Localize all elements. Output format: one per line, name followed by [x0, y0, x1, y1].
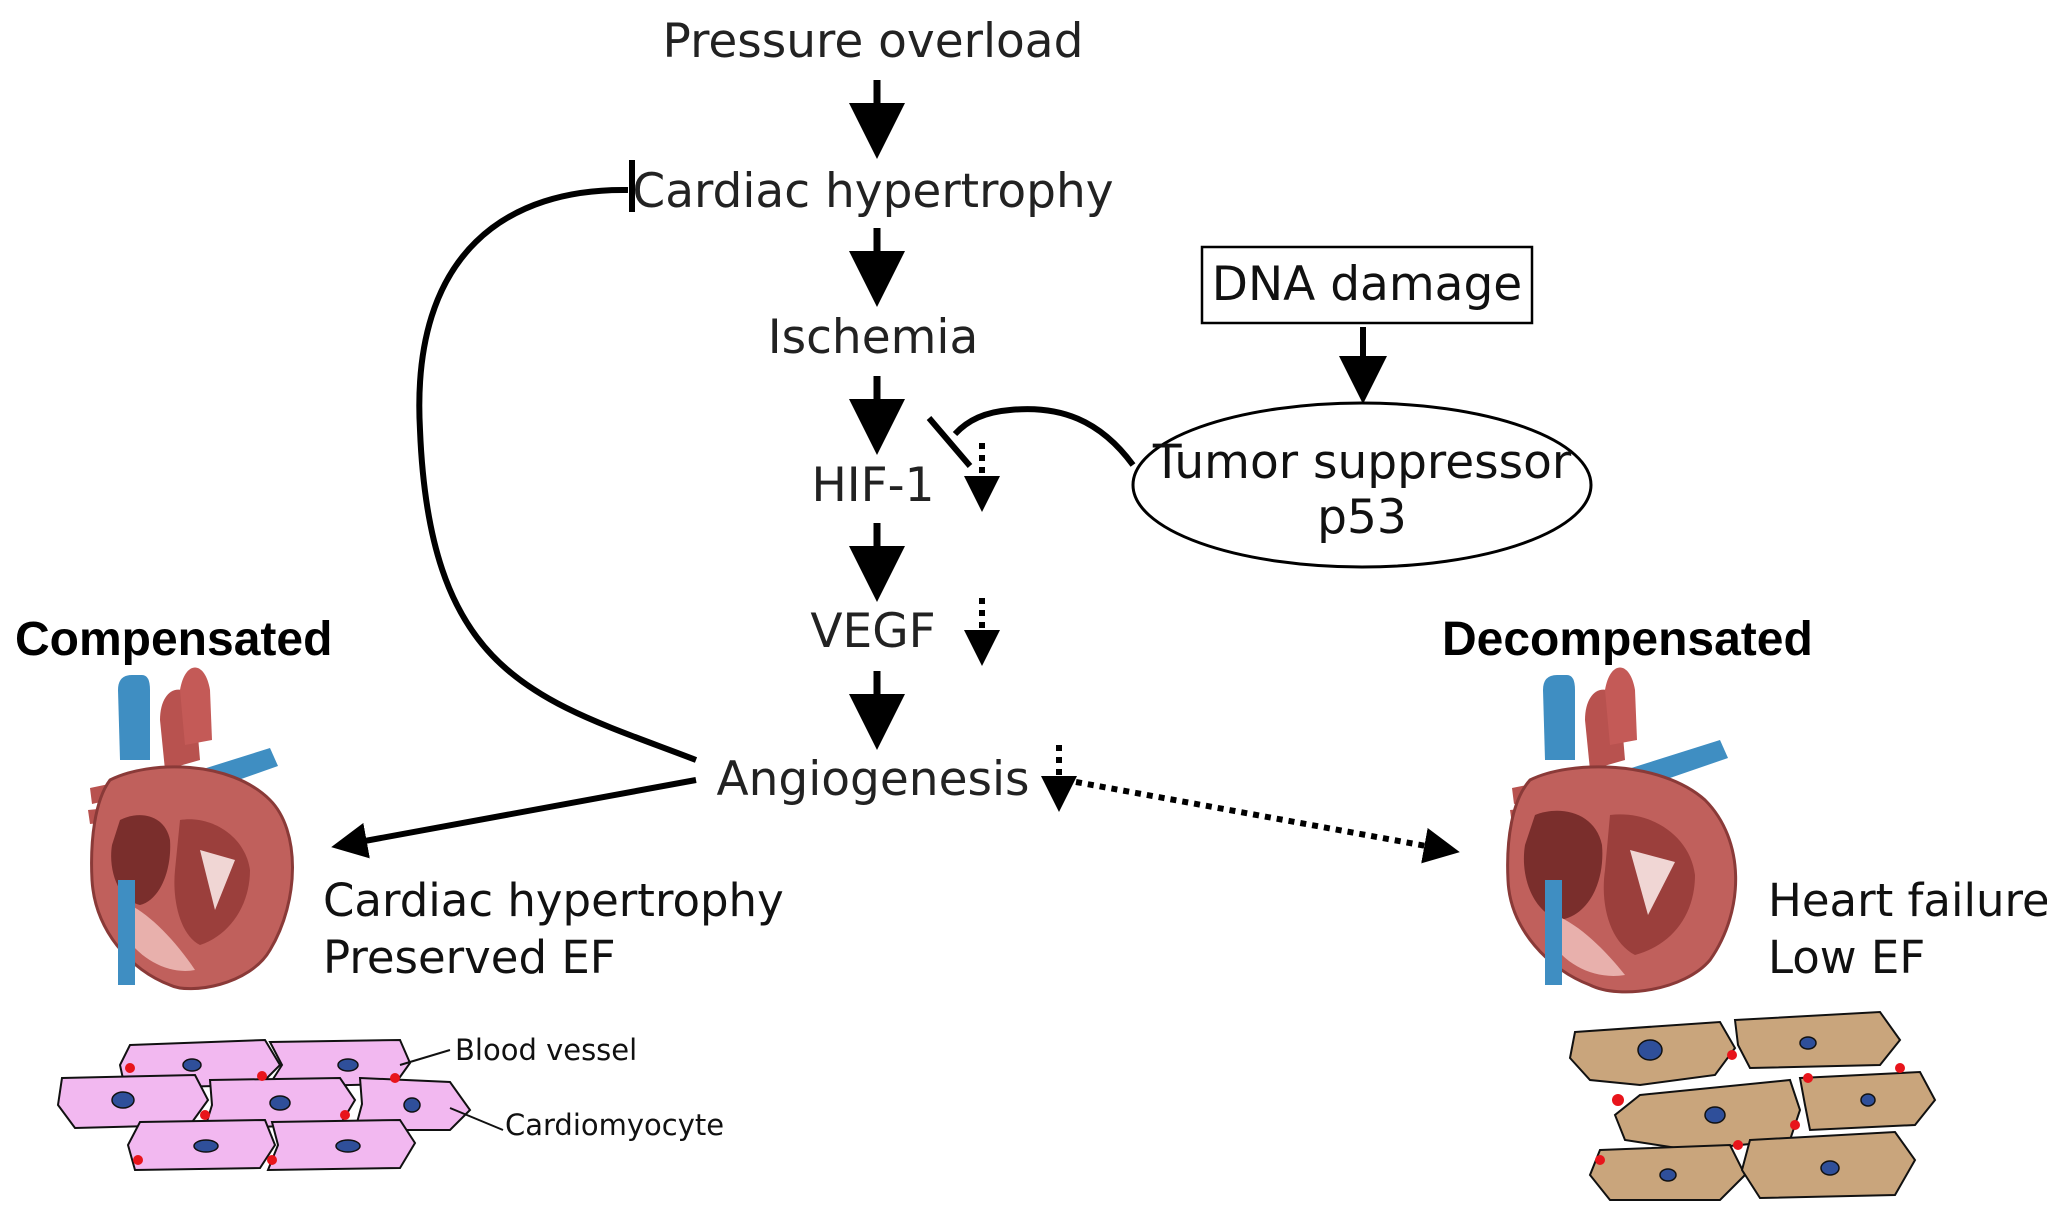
node-angiogenesis: Angiogenesis	[716, 752, 1029, 807]
compensated-outcome-line2: Preserved EF	[323, 931, 616, 984]
vessels-decompensated	[1595, 1050, 1905, 1165]
cell-nucleus	[1860, 1093, 1876, 1107]
cell-nucleus	[1820, 1160, 1840, 1176]
node-vegf: VEGF	[810, 604, 935, 659]
decompensated-outcome-line2: Low EF	[1768, 931, 1925, 984]
heading-decompensated: Decompensated	[1442, 613, 1813, 666]
dna-damage-box	[1200, 245, 1534, 325]
blood-vessel-dot	[390, 1073, 400, 1083]
feedback-inhibition	[416, 160, 698, 763]
compensated-outcome-line1: Cardiac hypertrophy	[323, 874, 784, 927]
cell-nucleus	[193, 1139, 219, 1153]
nuclei-compensated	[111, 1058, 421, 1153]
cell-nucleus	[1799, 1036, 1817, 1050]
node-dna-damage: DNA damage	[1212, 257, 1522, 312]
node-pressure-overload: Pressure overload	[663, 14, 1084, 69]
p53-inhibition-curve	[952, 406, 1136, 467]
node-ischemia: Ischemia	[768, 310, 979, 365]
blood-vessel-dot	[133, 1155, 143, 1165]
heart-icon-compensated	[88, 667, 294, 991]
dotted-arrows	[964, 443, 1460, 864]
nuclei-decompensated	[1637, 1036, 1876, 1182]
feedback-curve	[416, 186, 698, 763]
blood-vessel-dot	[1595, 1155, 1605, 1165]
node-p53-line2: p53	[1317, 490, 1407, 545]
label-blood-vessel: Blood vessel	[455, 1033, 637, 1067]
blood-vessel-dot	[267, 1155, 277, 1165]
cell-nucleus	[1659, 1168, 1677, 1182]
heading-compensated: Compensated	[15, 613, 332, 666]
pointer-cardiomyocyte	[449, 1107, 504, 1131]
node-p53-line1: Tumor suppressor	[1152, 435, 1572, 490]
decompensated-outcome-line1: Heart failure	[1768, 874, 2047, 927]
p53-inhibition	[926, 406, 1136, 468]
blood-vessel-dot	[1727, 1050, 1737, 1060]
pointer-blood-vessel	[399, 1049, 451, 1066]
blood-vessel-dot	[1895, 1063, 1905, 1073]
tissue-decompensated	[1568, 1010, 1937, 1201]
blood-vessel-dot	[200, 1110, 210, 1120]
heart-icon-decompensated	[1506, 667, 1738, 994]
dotted-arrow-to-decompensated	[1075, 779, 1460, 864]
cell-nucleus	[403, 1097, 421, 1113]
failing-cell	[1733, 1010, 1902, 1070]
node-cardiac-hypertrophy: Cardiac hypertrophy	[632, 164, 1113, 219]
vessels-compensated	[125, 1063, 400, 1165]
blood-vessel-dot	[1612, 1094, 1624, 1106]
blood-vessel-dot	[340, 1110, 350, 1120]
cell-nucleus	[335, 1139, 361, 1153]
blood-vessel-dot	[257, 1071, 267, 1081]
cell-nucleus	[337, 1058, 359, 1072]
blood-vessel-dot	[1790, 1120, 1800, 1130]
p53-ellipse	[1131, 401, 1593, 569]
blood-vessel-dot	[1803, 1073, 1813, 1083]
blood-vessel-dot	[125, 1063, 135, 1073]
node-hif1: HIF-1	[811, 458, 934, 513]
cell-nucleus	[1704, 1106, 1726, 1124]
cell-nucleus	[269, 1095, 291, 1111]
label-cardiomyocyte: Cardiomyocyte	[505, 1108, 724, 1142]
blood-vessel-dot	[1733, 1140, 1743, 1150]
p53-inhibition-bar	[926, 416, 973, 468]
arrow-to-compensated	[331, 777, 697, 859]
cell-nucleus	[182, 1058, 202, 1072]
cell-nucleus	[1637, 1039, 1663, 1061]
cell-nucleus	[111, 1091, 135, 1109]
